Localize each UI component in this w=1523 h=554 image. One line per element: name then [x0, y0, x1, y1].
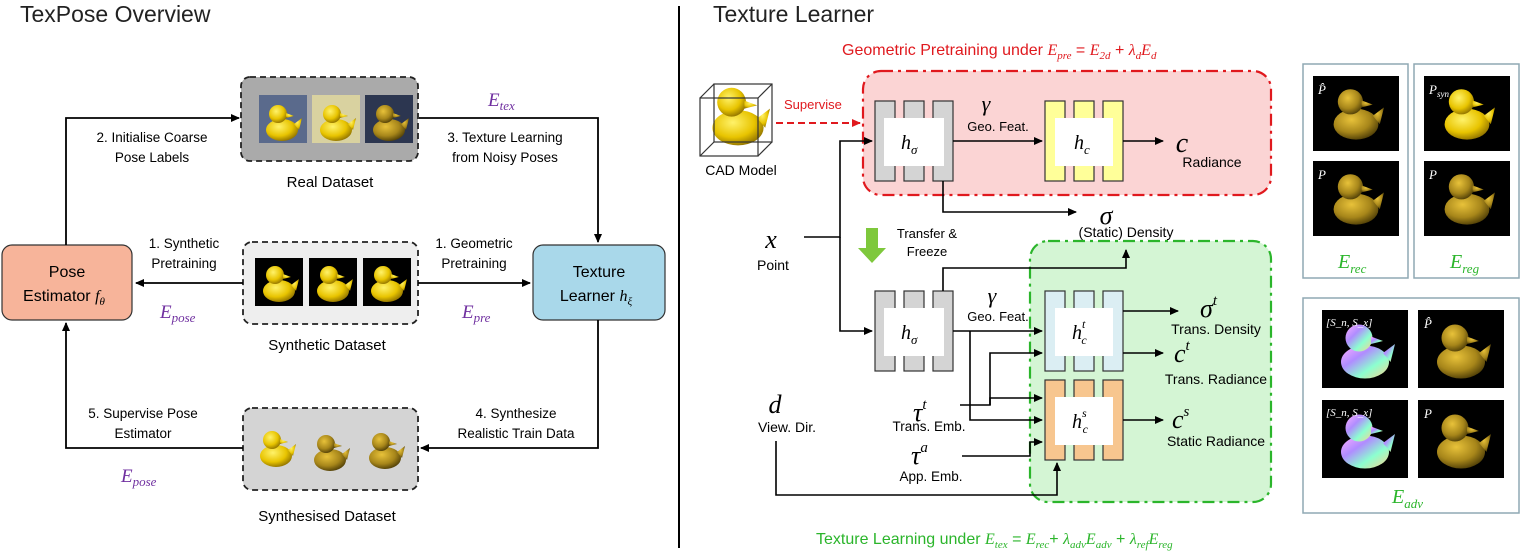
svg-text:hc: hc	[1074, 132, 1090, 157]
e-adv-p-hat: P̂	[1423, 316, 1432, 331]
cad-model-icon	[699, 83, 773, 157]
real-dataset-node	[240, 76, 419, 162]
trans-density-label: Trans. Density	[1171, 321, 1261, 337]
geo-pretraining-title: Geometric Pretraining under Epre = E2d +…	[842, 42, 1157, 62]
embedding-arrows	[960, 349, 1043, 457]
c-output-top: c	[1176, 128, 1189, 159]
view-dir-arrow	[775, 441, 1061, 496]
texture-learning-title: Texture Learning under Etex = Erec+ λadv…	[816, 531, 1173, 551]
bottom-feature-arrows	[942, 249, 1130, 424]
output-arrows	[1123, 307, 1179, 424]
static-density-label: (Static) Density	[1079, 224, 1174, 240]
e-pose-bottom-label: Epose	[120, 466, 157, 489]
gamma-top: γ	[982, 91, 992, 116]
e-reg-p: P	[1428, 167, 1437, 182]
point-symbol: x	[764, 225, 777, 254]
svg-text:htc: htc	[1072, 317, 1087, 347]
synthesised-dataset-label: Synthesised Dataset	[258, 508, 396, 525]
svg-text:hσ: hσ	[901, 132, 918, 157]
texture-learner-line2: Learner hξ	[560, 288, 633, 308]
texture-learner-node: Texture Learner hξ	[532, 244, 666, 321]
real-dataset-label: Real Dataset	[287, 174, 375, 191]
e-rec-p-hat: P̂	[1317, 82, 1326, 97]
transfer-freeze-arrow	[858, 228, 886, 263]
e-reg-label: Ereg	[1449, 251, 1480, 276]
geo-feat-bottom: Geo. Feat.	[967, 309, 1028, 324]
e-rec-p: P	[1317, 167, 1326, 182]
e-adv-s-label-2: [S_n, S_x]	[1326, 407, 1372, 419]
e-rec-label: Erec	[1337, 251, 1367, 276]
supervise-label: Supervise	[784, 97, 842, 112]
synthetic-dataset-label: Synthetic Dataset	[268, 337, 386, 354]
sigma-t-output: σt	[1200, 293, 1218, 323]
left-panel-title: TexPose Overview	[20, 1, 211, 27]
view-dir-symbol: d	[769, 390, 783, 419]
transfer-freeze-label: Transfer &Freeze	[897, 226, 958, 259]
synthetic-dataset-node	[242, 241, 419, 325]
svg-text:hσ: hσ	[901, 322, 918, 347]
e-reg-p-syn: Psyn	[1428, 82, 1449, 99]
pose-estimator-line2: Estimator fθ	[23, 288, 105, 308]
trans-radiance-label: Trans. Radiance	[1165, 371, 1267, 387]
view-dir-label: View. Dir.	[758, 419, 816, 435]
pose-estimator-line1: Pose	[49, 264, 86, 281]
e-adv-p: P	[1423, 406, 1432, 421]
pose-estimator-node: Pose Estimator fθ	[1, 244, 133, 321]
e-pose-mid-label: Epose	[159, 302, 196, 325]
h-sigma-top-block: hσ	[874, 100, 954, 182]
svg-text:hsc: hsc	[1072, 406, 1089, 436]
tau-t-symbol: τt	[913, 397, 927, 427]
gamma-bottom: γ	[988, 283, 998, 308]
top-row-arrows	[942, 137, 1164, 216]
h-c-top-block: hc	[1044, 100, 1124, 182]
sigma-static: σ	[1100, 201, 1114, 230]
tau-a-symbol: τa	[911, 440, 928, 470]
point-arrows	[804, 137, 873, 335]
synthesised-dataset-node	[242, 407, 419, 491]
texture-learner-line1: Texture	[573, 264, 626, 281]
e-tex-label: Etex	[487, 90, 515, 113]
static-radiance-label: Static Radiance	[1167, 433, 1265, 449]
geo-feat-top: Geo. Feat.	[967, 119, 1028, 134]
cad-model-label: CAD Model	[705, 162, 777, 178]
e-adv-s-label-1: [S_n, S_x]	[1326, 317, 1372, 329]
trans-emb-label: Trans. Emb.	[892, 419, 965, 434]
e-pre-label: Epre	[461, 302, 491, 325]
point-label: Point	[757, 257, 789, 273]
right-panel-title: Texture Learner	[713, 1, 874, 27]
e-adv-label: Eadv	[1391, 486, 1423, 511]
radiance-label: Radiance	[1182, 154, 1241, 170]
c-t-output: ct	[1174, 338, 1191, 368]
h-sigma-bottom-block: hσ	[874, 290, 954, 372]
left-arrows	[62, 114, 602, 452]
app-emb-label: App. Emb.	[899, 469, 962, 484]
c-s-output: cs	[1172, 404, 1190, 434]
